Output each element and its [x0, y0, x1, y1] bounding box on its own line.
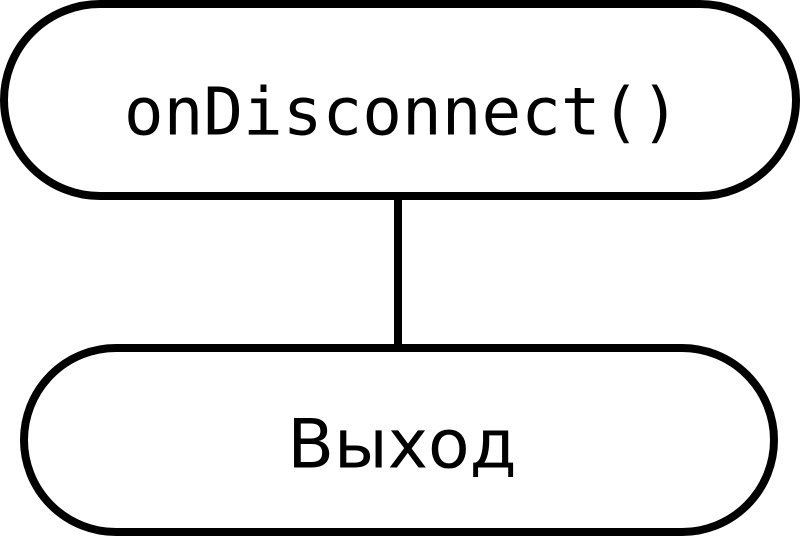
end-terminator-shape [20, 344, 778, 536]
end-terminator: Выход [20, 344, 778, 536]
end-terminator-label: Выход [287, 406, 516, 485]
start-terminator-label: onDisconnect() [124, 74, 680, 151]
start-terminator-shape [0, 0, 800, 200]
start-terminator: onDisconnect() [0, 0, 800, 200]
